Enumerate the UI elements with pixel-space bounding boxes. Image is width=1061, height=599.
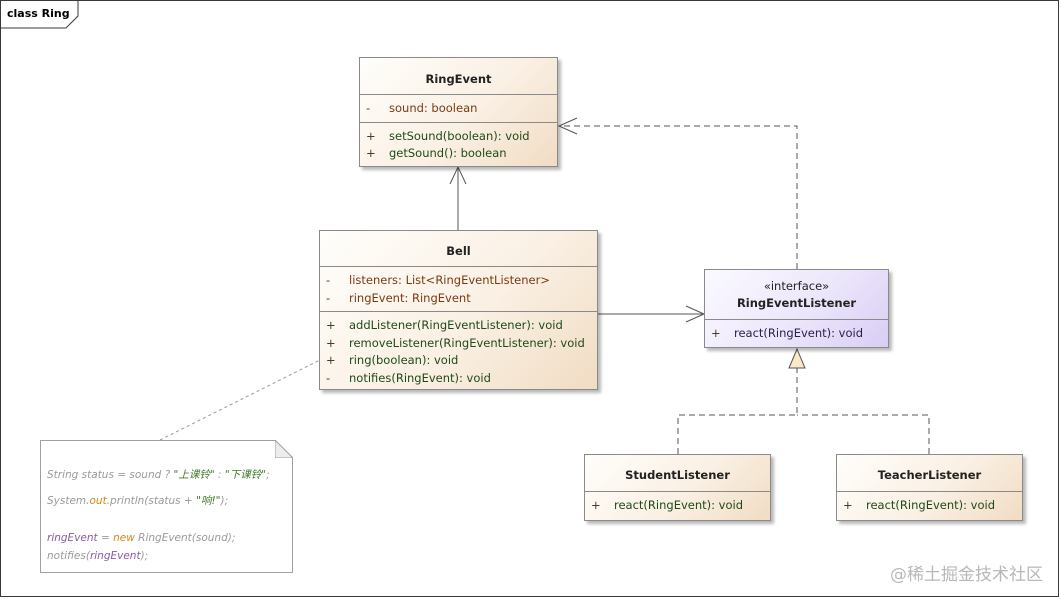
visibility-marker: + [366,146,376,160]
dependency-listener-ringevent [557,117,798,269]
operation-text: setSound(boolean): void [389,128,530,143]
string-literal: "下课铃" [224,469,267,481]
class-teacher-listener[interactable]: TeacherListener + react(RingEvent): void [836,454,1023,521]
static-field: out [89,495,107,507]
note-line: ringEvent = new RingEvent(sound); [47,532,235,544]
class-name: RingEvent [425,72,492,86]
interface-ring-event-listener[interactable]: «interface» RingEventListener + react(Ri… [704,269,889,348]
attributes-section: - sound: boolean [360,94,557,122]
frame-title: class Ring [7,7,70,20]
operation-text: notifies(RingEvent): void [349,370,491,385]
operation-row: + removeListener(RingEventListener): voi… [320,335,597,353]
operations-section: + react(RingEvent): void [585,491,770,519]
operation-text: ring(boolean): void [349,353,459,367]
operation-row: + react(RingEvent): void [585,497,770,515]
code-text: : [214,469,225,481]
code-text: RingEvent(sound); [134,532,236,544]
code-text: String status = sound ? [47,469,174,481]
stereotype-label: «interface» [763,279,830,293]
note-line: String status = sound ? "上课铃" : "下课铃"; [47,467,270,482]
attribute-text: ringEvent: RingEvent [349,290,471,305]
code-text: .println(status + [106,495,197,507]
attribute-row: - ringEvent: RingEvent [320,290,597,308]
visibility-marker: + [326,353,336,367]
keyword: new [113,532,135,544]
operations-section: + setSound(boolean): void + getSound(): … [360,121,557,167]
visibility-marker: + [326,318,336,332]
association-bell-listener [598,305,706,323]
class-name: Bell [446,244,471,258]
operation-text: getSound(): boolean [389,146,507,160]
operation-row: + react(RingEvent): void [705,325,888,343]
class-student-listener[interactable]: StudentListener + react(RingEvent): void [584,454,771,521]
operation-row: + react(RingEvent): void [837,497,1022,515]
attributes-section: - listeners: List<RingEventListener> - r… [320,266,597,311]
operations-section: + react(RingEvent): void [837,491,1022,519]
operation-row: + ring(boolean): void [320,352,597,370]
note-anchor-line [159,359,321,441]
operation-text: react(RingEvent): void [734,326,863,340]
operations-section: + addListener(RingEventListener): void +… [320,311,597,391]
visibility-marker: - [326,273,331,287]
attribute-text: sound: boolean [389,101,478,115]
code-text: ); [140,550,149,562]
realization-teacher [797,414,930,454]
operation-text: addListener(RingEventListener): void [349,318,563,332]
class-name: TeacherListener [877,468,982,482]
attribute-row: - listeners: List<RingEventListener> [320,272,597,290]
visibility-marker: + [366,128,376,143]
operation-row: + getSound(): boolean [360,145,557,163]
visibility-marker: + [843,498,853,512]
class-ring-event[interactable]: RingEvent - sound: boolean + setSound(bo… [359,57,558,167]
operation-text: react(RingEvent): void [866,498,995,512]
code-text: notifies( [47,550,90,562]
note-line: notifies(ringEvent); [47,550,148,562]
realization-student [677,368,798,454]
operation-text: react(RingEvent): void [614,498,743,512]
code-text: System. [47,495,90,507]
string-literal: "响!" [196,495,221,507]
class-header: «interface» RingEventListener [705,270,888,319]
field-ref: ringEvent [47,532,98,544]
operation-text: removeListener(RingEventListener): void [349,335,585,350]
visibility-marker: - [326,370,331,385]
note-line: System.out.println(status + "响!"); [47,493,228,508]
operation-row: + addListener(RingEventListener): void [320,317,597,335]
note-fold-corner [275,440,293,458]
string-literal: "上课铃" [173,469,215,481]
code-note[interactable]: String status = sound ? "上课铃" : "下课铃"; S… [40,440,293,573]
visibility-marker: + [326,335,336,350]
visibility-marker: - [326,290,331,305]
operation-row: - notifies(RingEvent): void [320,370,597,388]
visibility-marker: - [366,101,371,115]
association-bell-ringevent [449,165,467,230]
attribute-row: - sound: boolean [360,100,557,118]
visibility-marker: + [711,326,721,340]
code-text: = [97,532,114,544]
class-name: StudentListener [625,468,730,482]
field-ref: ringEvent [89,550,141,562]
class-bell[interactable]: Bell - listeners: List<RingEventListener… [319,230,598,390]
realization-arrowhead [788,347,806,369]
visibility-marker: + [591,498,601,512]
code-text: ); [220,495,229,507]
operations-section: + react(RingEvent): void [705,319,888,347]
frame-tab [0,0,79,29]
watermark: @稀土掘金技术社区 [890,565,1043,585]
attribute-text: listeners: List<RingEventListener> [349,273,550,287]
operation-row: + setSound(boolean): void [360,128,557,146]
code-text: ; [266,469,270,481]
class-name: RingEventListener [736,296,857,310]
